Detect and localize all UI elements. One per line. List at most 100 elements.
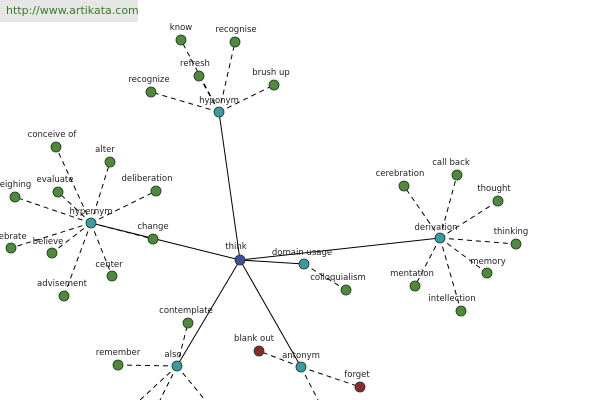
edge-derivation-mentation xyxy=(414,237,441,287)
node-word-remember[interactable] xyxy=(112,359,124,371)
node-word-colloquialism[interactable] xyxy=(340,284,352,296)
edge-hyponym-brush-up xyxy=(218,84,275,113)
node-word-believe[interactable] xyxy=(46,247,58,259)
label-relation-hyponym: hyponym xyxy=(199,96,239,106)
watermark-url: http://www.artikata.com xyxy=(0,0,139,22)
edge-hyponym-recognize xyxy=(150,91,220,113)
edge-think-hypernym xyxy=(90,222,241,261)
label-word-forget: forget xyxy=(344,370,370,380)
node-word-cerebration[interactable] xyxy=(398,180,410,192)
edge-think-also xyxy=(176,259,241,367)
node-word-rebrate[interactable] xyxy=(5,242,17,254)
node-word-recognize[interactable] xyxy=(145,86,157,98)
node-word-call-back[interactable] xyxy=(451,169,463,181)
node-word-thinking[interactable] xyxy=(510,238,522,250)
node-word-refresh[interactable] xyxy=(193,70,205,82)
label-word-recognize: recognize xyxy=(128,75,169,85)
edge-antonym-offscreen-3 xyxy=(300,366,319,400)
node-relation-domain-usage[interactable] xyxy=(298,258,310,270)
node-word-brush-up[interactable] xyxy=(268,79,280,91)
edge-also-contemplate xyxy=(176,322,189,367)
label-word-believe: believe xyxy=(33,237,64,247)
node-word-recognise[interactable] xyxy=(229,36,241,48)
edge-derivation-call-back xyxy=(439,174,458,239)
label-word-center: center xyxy=(95,260,123,270)
node-word-change[interactable] xyxy=(147,233,159,245)
node-word-forget[interactable] xyxy=(354,381,366,393)
label-word-thinking: thinking xyxy=(494,227,529,237)
node-relation-antonym[interactable] xyxy=(295,361,307,373)
edge-hypernym-alter xyxy=(90,161,111,224)
edge-also-remember xyxy=(117,364,178,367)
label-word-cerebration: cerebration xyxy=(376,169,425,179)
edge-hypernym-deliberation xyxy=(90,190,157,224)
node-relation-also[interactable] xyxy=(171,360,183,372)
node-word-evaluate[interactable] xyxy=(52,186,64,198)
edge-derivation-thought xyxy=(439,200,499,239)
label-word-change: change xyxy=(137,222,168,232)
edge-think-domain-usage xyxy=(239,259,305,265)
node-word-know[interactable] xyxy=(175,34,187,46)
node-word-thought[interactable] xyxy=(492,195,504,207)
edge-also-offscreen-1 xyxy=(159,365,178,400)
label-relation-derivation: derivation xyxy=(414,223,457,233)
node-think[interactable] xyxy=(234,254,246,266)
edge-also-offscreen-0 xyxy=(139,365,178,400)
edge-hypernym-weighing xyxy=(14,196,92,224)
node-word-deliberation[interactable] xyxy=(150,185,162,197)
edge-derivation-memory xyxy=(439,237,488,274)
label-word-memory: memory xyxy=(470,257,506,267)
edge-hyponym-recognise xyxy=(218,41,236,113)
node-word-contemplate[interactable] xyxy=(182,317,194,329)
edge-derivation-cerebration xyxy=(403,185,441,239)
node-word-alter[interactable] xyxy=(104,156,116,168)
label-relation-antonym: antonym xyxy=(282,351,320,361)
node-relation-derivation[interactable] xyxy=(434,232,446,244)
label-word-weighing: weighing xyxy=(0,180,31,190)
node-word-blank-out[interactable] xyxy=(253,345,265,357)
edge-derivation-thinking xyxy=(439,237,517,245)
label-word-recognise: recognise xyxy=(215,25,256,35)
edge-hypernym-evaluate xyxy=(57,191,92,224)
label-relation-hypernym: hypernym xyxy=(69,207,112,217)
edge-antonym-forget xyxy=(300,366,361,388)
edge-think-derivation xyxy=(239,237,441,261)
label-word-contemplate: contemplate xyxy=(159,306,213,316)
edge-also-offscreen-2 xyxy=(176,365,206,400)
label-word-rebrate: rebrate xyxy=(0,232,27,242)
edge-derivation-intellection xyxy=(439,237,462,312)
edge-hypernym-change xyxy=(90,222,154,240)
label-word-thought: thought xyxy=(477,184,511,194)
label-word-know: know xyxy=(170,23,193,33)
label-word-conceive-of: conceive of xyxy=(28,130,78,140)
label-word-remember: remember xyxy=(96,348,141,358)
node-word-advisement[interactable] xyxy=(58,290,70,302)
label-word-evaluate: evaluate xyxy=(37,175,74,185)
node-word-conceive-of[interactable] xyxy=(50,141,62,153)
label-word-blank-out: blank out xyxy=(234,334,275,344)
label-word-alter: alter xyxy=(95,145,115,155)
edge-antonym-blank-out xyxy=(258,350,302,368)
label-word-mentation: mentation xyxy=(390,269,434,279)
node-word-weighing[interactable] xyxy=(9,191,21,203)
label-word-advisement: advisement xyxy=(37,279,88,289)
label-word-brush-up: brush up xyxy=(252,68,290,78)
label-word-intellection: intellection xyxy=(428,294,475,304)
label-relation-also: also xyxy=(164,350,181,360)
label-word-colloquialism: colloquialism xyxy=(310,273,366,283)
node-word-mentation[interactable] xyxy=(409,280,421,292)
label-word-refresh: refresh xyxy=(180,59,210,69)
edge-hypernym-advisement xyxy=(63,222,92,297)
edge-hypernym-conceive-of xyxy=(55,146,92,224)
label-word-call-back: call back xyxy=(432,158,470,168)
node-word-memory[interactable] xyxy=(481,267,493,279)
edge-hypernym-center xyxy=(90,222,113,277)
node-relation-hyponym[interactable] xyxy=(213,106,225,118)
node-word-center[interactable] xyxy=(106,270,118,282)
node-relation-hypernym[interactable] xyxy=(85,217,97,229)
edge-think-hyponym xyxy=(218,111,241,261)
edge-think-antonym xyxy=(239,259,302,368)
node-word-intellection[interactable] xyxy=(455,305,467,317)
label-word-deliberation: deliberation xyxy=(122,174,173,184)
label-think: think xyxy=(225,242,246,252)
